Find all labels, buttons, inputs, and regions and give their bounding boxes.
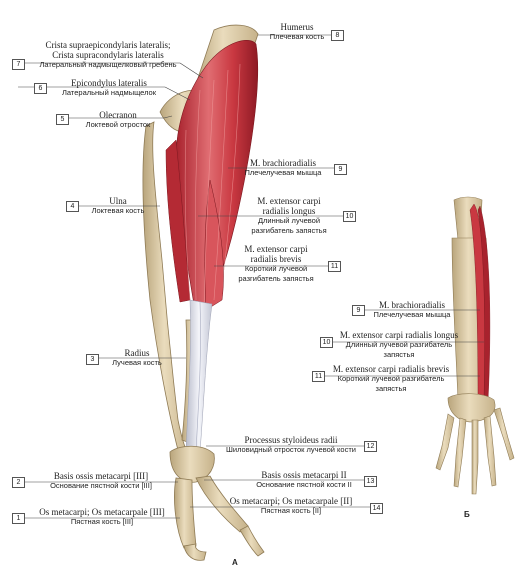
label-number: 12 bbox=[364, 441, 377, 452]
label-number: 13 bbox=[364, 476, 377, 487]
label-number: 9 bbox=[334, 164, 347, 175]
label-ecrb: M. extensor carpi radialis brevis Коротк… bbox=[238, 244, 314, 283]
label-ecrl: M. extensor carpi radialis longus Длинны… bbox=[251, 196, 327, 235]
label-number: 9 bbox=[352, 305, 365, 316]
leader-lines bbox=[12, 34, 484, 519]
label-basis-metacarpi-ii: Basis ossis metacarpi II Основание пястн… bbox=[256, 470, 352, 489]
inset-label-brachioradialis: M. brachioradialis Плечелучевая мышца bbox=[373, 300, 451, 319]
inset-fingers bbox=[435, 407, 515, 495]
metacarpal-iii bbox=[174, 477, 197, 549]
figure-label-main: А bbox=[232, 558, 238, 567]
label-humerus: Humerus Плечевая кость bbox=[269, 22, 325, 41]
extensor-carpi-radialis-longus-muscle bbox=[165, 139, 191, 303]
label-number: 7 bbox=[12, 59, 25, 70]
label-os-metacarpi-iii: Os metacarpi; Os metacarpale [III] Пястн… bbox=[39, 507, 165, 526]
inset-label-ecrb: M. extensor carpi radialis brevis Коротк… bbox=[332, 364, 450, 393]
label-number: 10 bbox=[320, 337, 333, 348]
phalanx-1 bbox=[183, 543, 207, 561]
label-number: 5 bbox=[56, 114, 69, 125]
label-os-metacarpi-ii: Os metacarpi; Os metacarpale [II] Пястна… bbox=[229, 496, 353, 515]
label-number: 11 bbox=[312, 371, 325, 382]
label-brachioradialis: M. brachioradialis Плечелучевая мышца bbox=[244, 158, 322, 177]
label-basis-metacarpi-iii: Basis ossis metacarpi [III] Основание пя… bbox=[50, 471, 152, 490]
label-number: 14 bbox=[370, 503, 383, 514]
label-number: 3 bbox=[86, 354, 99, 365]
label-radius: Radius Лучевая кость bbox=[112, 348, 162, 367]
muscle-fibers bbox=[184, 63, 241, 311]
label-number: 8 bbox=[331, 30, 344, 41]
label-number: 1 bbox=[12, 513, 25, 524]
carpal-bones bbox=[169, 445, 215, 483]
label-olecranon: Olecranon Локтевой отросток bbox=[85, 110, 151, 129]
figure-label-inset: Б bbox=[464, 510, 470, 519]
label-ulna: Ulna Локтевая кость bbox=[91, 196, 145, 215]
label-number: 10 bbox=[343, 211, 356, 222]
label-number: 2 bbox=[12, 477, 25, 488]
label-number: 4 bbox=[66, 201, 79, 212]
inset-carpus bbox=[447, 393, 496, 423]
label-crista-supraepicondylaris: Crista supraepicondylaris lateralis; Cri… bbox=[39, 40, 177, 69]
phalanx-2 bbox=[239, 525, 265, 557]
label-epicondylus-lateralis: Epicondylus lateralis Латеральный надмыщ… bbox=[61, 78, 157, 97]
inset-label-ecrl: M. extensor carpi radialis longus Длинны… bbox=[339, 330, 459, 359]
label-number: 6 bbox=[34, 83, 47, 94]
label-number: 11 bbox=[328, 261, 341, 272]
label-processus-styloideus: Processus styloideus radii Шиловидный от… bbox=[226, 435, 356, 454]
